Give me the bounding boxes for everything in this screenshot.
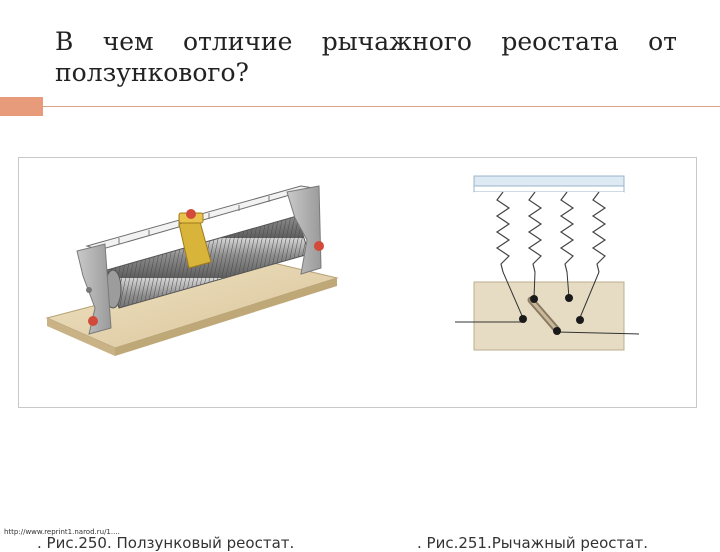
slider-rheostat-image (45, 185, 339, 356)
figure-panel: . Рис.250. Ползунковый реостат. . Рис.25… (18, 157, 697, 552)
accent-divider (43, 106, 720, 107)
source-link[interactable]: http://www.reprint1.narod.ru/1.... (4, 528, 120, 536)
rheostat-illustrations (45, 175, 640, 356)
lever-rheostat-image (455, 175, 640, 351)
figure-caption-slider: . Рис.250. Ползунковый реостат. (37, 534, 295, 552)
accent-bar (0, 97, 43, 116)
slide-title: В чем отличие рычажного реостата от полз… (55, 27, 677, 87)
figure-caption-lever: . Рис.251.Рычажный реостат. (417, 534, 648, 552)
